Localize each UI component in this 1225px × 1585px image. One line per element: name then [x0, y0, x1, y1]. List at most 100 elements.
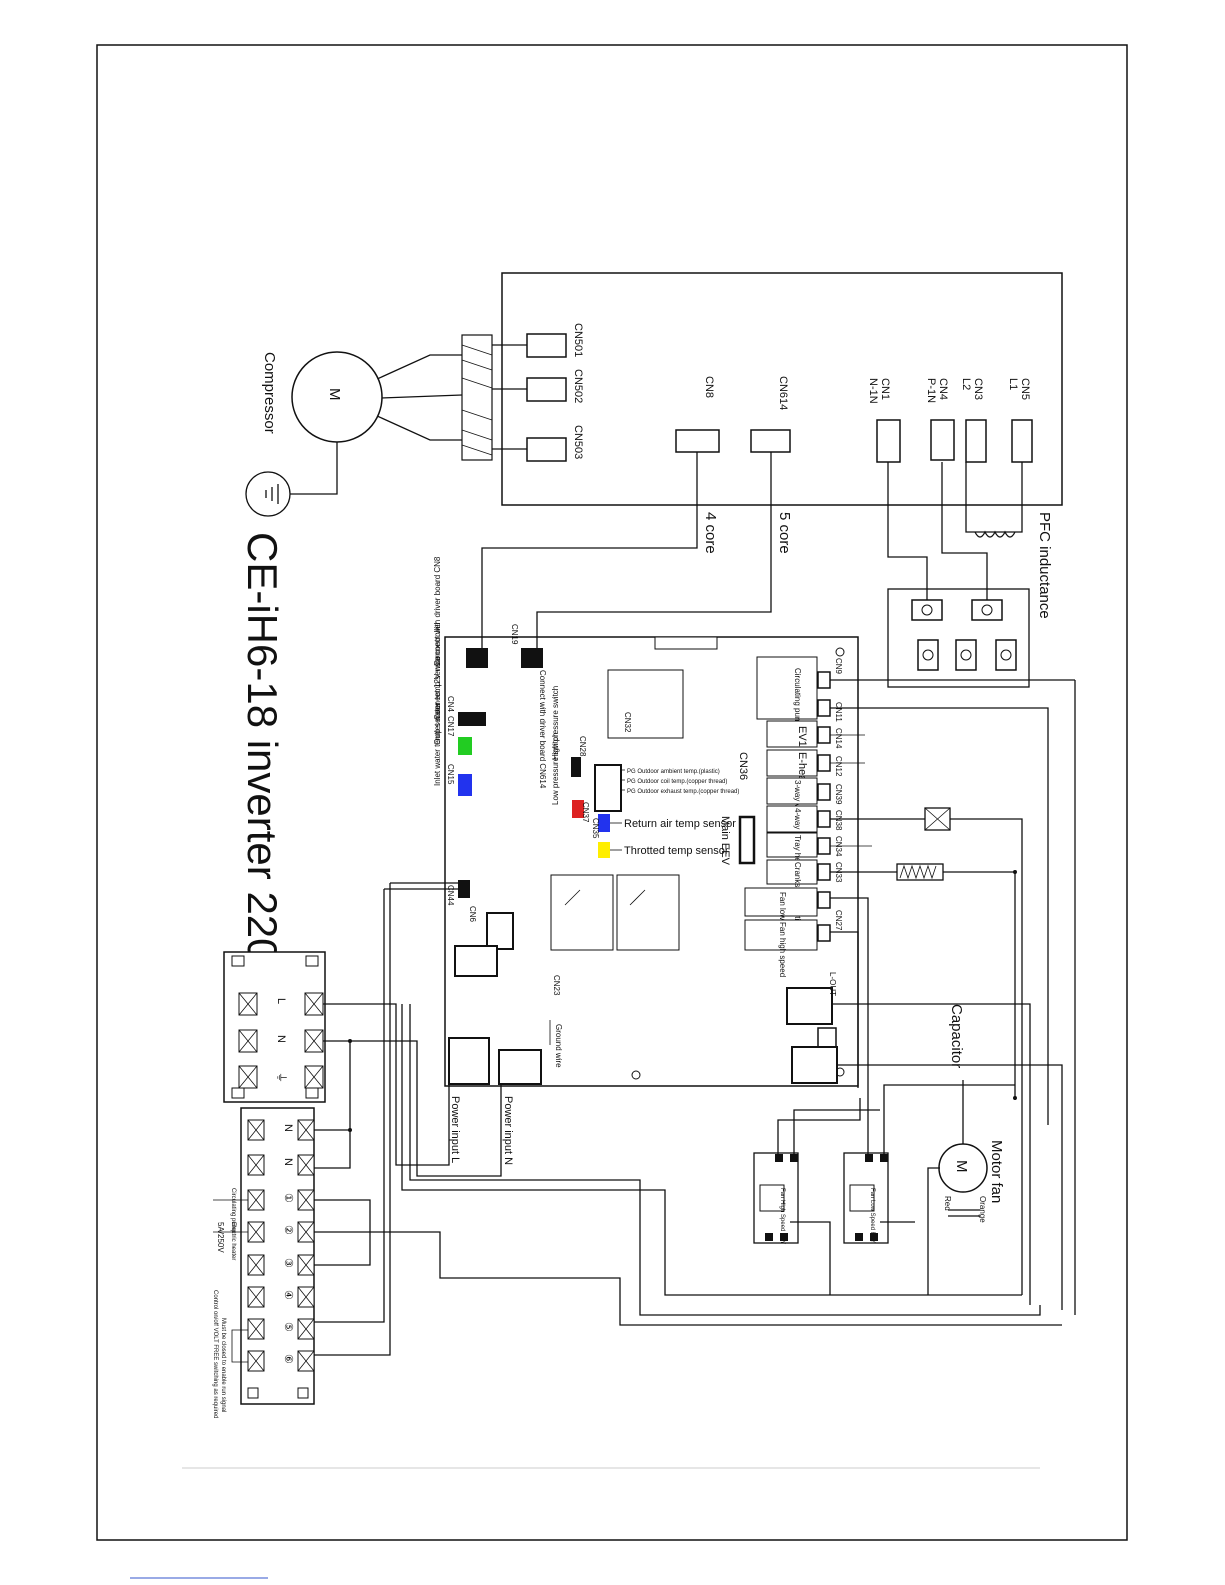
screw-cross	[297, 1286, 315, 1308]
return-air-label: Return air temp sensor	[624, 818, 736, 830]
screw-cross	[247, 1318, 265, 1340]
cn36-label: CN36	[737, 752, 749, 780]
screw-cross	[297, 1119, 315, 1141]
output-wiring	[830, 679, 1076, 1315]
cn5-connector	[1011, 419, 1033, 463]
screw-cross	[297, 1221, 315, 1243]
cn37-label: CN37	[581, 802, 590, 823]
user-terminal-7: ⑤	[282, 1322, 294, 1332]
high-pressure-label: High pressure switch	[551, 686, 560, 760]
page-frame	[96, 44, 1128, 1541]
cn23-label: CN23	[552, 975, 561, 996]
cn17-header	[458, 712, 486, 726]
screw-cross	[247, 1254, 265, 1276]
cn501-connector	[526, 333, 567, 358]
screw-cross	[247, 1350, 265, 1372]
screw-cross	[247, 1221, 265, 1243]
screw-cross	[247, 1119, 265, 1141]
n1n-label: N-1N	[867, 378, 879, 404]
screw-cross	[297, 1254, 315, 1276]
l2-label: L2	[960, 378, 972, 390]
cn503-connector	[526, 437, 567, 462]
user-terminal-6: ④	[282, 1290, 294, 1300]
mcu-chip	[607, 669, 684, 739]
terminal-l-label: L	[275, 998, 287, 1004]
inlet-sensor-plug	[458, 774, 472, 796]
user-terminal-2: N	[282, 1158, 294, 1166]
pfc-block	[887, 588, 1030, 688]
terminal-ground-label: ⏚	[275, 1072, 288, 1083]
pump-block	[756, 656, 818, 720]
cn38-label: CN38	[834, 810, 843, 831]
cn9-label: CN9	[834, 658, 843, 675]
fan-high-label: Fan high speed	[778, 922, 787, 977]
sensor-ambient-label: PG Outdoor ambient temp.(plastic)	[627, 769, 720, 775]
cn1-connector	[876, 419, 901, 463]
relay-k1	[550, 874, 614, 951]
cn12-label: CN12	[834, 756, 843, 777]
driver-labels: CN501 CN502 CN503 CN8 CN614 CN1 N-1N CN4…	[572, 323, 1031, 459]
terminal-n-label: N	[275, 1035, 287, 1043]
pfc-inductance: PFC inductance	[887, 462, 1053, 688]
connect-cn8-label: Connect with driver board CN8	[433, 556, 442, 666]
power-terminal-block: L N ⏚	[223, 951, 326, 1103]
cn27-label: CN27	[834, 910, 843, 931]
cable-5core-label: 5 core	[776, 512, 793, 554]
fan-relays: Fan High Speed RLY Fan Low Speed RLY	[753, 1084, 1015, 1295]
power-l-terminal	[448, 1037, 490, 1085]
note-rating: 5A/250V	[216, 1222, 225, 1253]
cn4-main-label: CN4	[446, 696, 455, 713]
cn4-connector	[930, 419, 955, 461]
motor-fan: M Motor fan Red Orange	[927, 1080, 1005, 1295]
cn502-connector	[526, 377, 567, 402]
cn36-header	[738, 815, 756, 865]
note-electric-heater: Electric heater	[230, 1222, 236, 1260]
outlet-sensor-plug	[458, 737, 472, 755]
cn28-label: CN28	[578, 736, 587, 757]
screw-cross	[297, 1318, 315, 1340]
cn19-header	[521, 648, 543, 668]
cable-gland	[461, 334, 493, 461]
ground-wire-label: Ground wire	[554, 1024, 563, 1068]
note-must-be-closed: Must be closed to enable run signal	[220, 1318, 226, 1412]
screw-cross	[247, 1154, 265, 1176]
user-terminal-1: N	[282, 1124, 294, 1132]
note-circulating-pump: Circulating pump	[230, 1188, 236, 1234]
cn3-connector	[965, 419, 987, 463]
screw-cross	[247, 1286, 265, 1308]
screw-cross	[297, 1350, 315, 1372]
cn34-label: CN34	[834, 836, 843, 857]
cn44-header	[458, 880, 470, 898]
compressor-symbol: M	[326, 388, 343, 401]
cn35-label: CN35	[591, 818, 600, 839]
power-n-terminal	[498, 1049, 542, 1085]
connect-cn614-label: Connect with driver board CN614	[538, 670, 547, 789]
cn614-connector	[750, 429, 791, 453]
cn11-label: CN11	[834, 702, 843, 722]
compressor-wiring: M Compressor	[245, 334, 527, 517]
cn8-label: CN8	[703, 376, 715, 398]
cn3-label: CN3	[972, 378, 984, 400]
user-terminal-block: N N ① ② ③ ④ ⑤ ⑥ Circulating pump Electri…	[212, 1107, 315, 1418]
user-terminal-8: ⑥	[282, 1354, 294, 1364]
cn4-label: CN4	[937, 378, 949, 400]
cn39-label: CN39	[834, 784, 843, 805]
l-out-label: L-OUT	[828, 972, 837, 996]
output-connectors: Circulating pump EV1 E-heater 3-way valv…	[744, 656, 843, 977]
fan-low-relay-label: Fan Low Speed RLY	[869, 1188, 875, 1243]
diagram-title: CE-iH6-18 inverter 220V	[239, 532, 286, 990]
user-terminal-4: ②	[282, 1225, 294, 1235]
ev1-label: EV1	[796, 726, 808, 747]
power-l-label: Power input L	[449, 1096, 461, 1163]
four-way-label: 4-way valve	[793, 808, 802, 851]
sensor-exhaust-label: PG Outdoor exhaust temp.(copper thread)	[627, 789, 739, 795]
capacitor-label: Capacitor	[948, 1004, 965, 1068]
cn15-label: CN15	[446, 764, 455, 785]
cn503-label: CN503	[572, 425, 584, 459]
power-wiring	[308, 882, 1062, 1356]
cn501-label: CN501	[572, 323, 584, 357]
ground-symbol	[245, 471, 291, 517]
power-n-label: Power input N	[502, 1096, 514, 1165]
note-volt-free: Control on/off VOLT FREE switching as re…	[212, 1290, 218, 1418]
